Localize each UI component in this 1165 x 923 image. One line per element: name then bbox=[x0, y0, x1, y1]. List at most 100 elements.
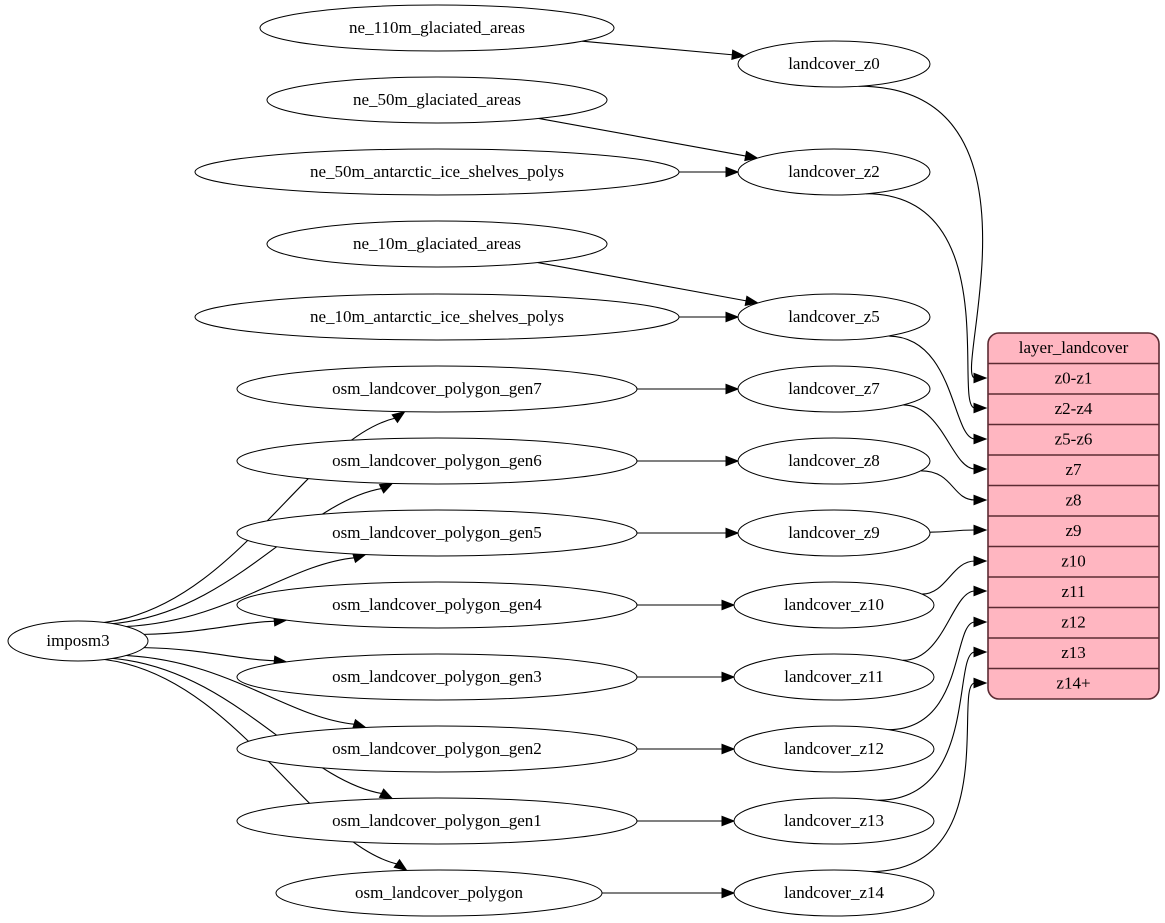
nodes-layer: imposm3 ne_110m_glaciated_areas ne_50m_gla… bbox=[7, 4, 935, 917]
arrow-head bbox=[973, 463, 988, 475]
node-label: landcover_z2 bbox=[788, 162, 880, 181]
node-landcover_z2[interactable]: landcover_z2 bbox=[737, 148, 931, 196]
table-row-z10[interactable]: z10 bbox=[1061, 552, 1086, 571]
edge-line bbox=[888, 621, 976, 731]
edge-line bbox=[582, 40, 734, 56]
edge-landcover_z14-to-row_z14+ bbox=[870, 677, 988, 873]
arrow-head bbox=[731, 49, 746, 61]
node-osm_landcover_polygon_gen5[interactable]: osm_landcover_polygon_gen5 bbox=[236, 509, 638, 557]
edge-landcover_z5-to-row_z5-z6 bbox=[888, 335, 988, 445]
node-landcover_z11[interactable]: landcover_z11 bbox=[733, 653, 935, 701]
edge-line bbox=[903, 404, 976, 470]
arrow-head bbox=[973, 524, 988, 536]
source-node-ellipse bbox=[7, 620, 149, 662]
node-ne_50m_antarctic_ice_shelves_polys[interactable]: ne_50m_antarctic_ice_shelves_polys bbox=[194, 148, 680, 196]
node-ne_110m_glaciated_areas[interactable]: ne_110m_glaciated_areas bbox=[259, 4, 615, 52]
node-osm_landcover_polygon_gen1[interactable]: osm_landcover_polygon_gen1 bbox=[236, 797, 638, 845]
node-landcover_z0[interactable]: landcover_z0 bbox=[737, 40, 931, 88]
arrow-head bbox=[973, 677, 988, 689]
node-ne_10m_antarctic_ice_shelves_polys[interactable]: ne_10m_antarctic_ice_shelves_polys bbox=[194, 293, 680, 341]
node-landcover_z9[interactable]: landcover_z9 bbox=[737, 509, 931, 557]
arrow-head bbox=[391, 410, 406, 424]
table-row-z12[interactable]: z12 bbox=[1061, 613, 1086, 632]
edge-osm_landcover_polygon_gen2-to-landcover_z12 bbox=[637, 743, 736, 755]
edge-line bbox=[537, 261, 748, 302]
node-osm_landcover_polygon_gen4[interactable]: osm_landcover_polygon_gen4 bbox=[236, 581, 638, 629]
node-landcover_z10[interactable]: landcover_z10 bbox=[733, 581, 935, 629]
arrow-head bbox=[378, 788, 394, 800]
table-row-z8[interactable]: z8 bbox=[1065, 491, 1081, 510]
edge-ne_50m_antarctic_ice_shelves_polys-to-landcover_z2 bbox=[679, 166, 740, 178]
arrow-head bbox=[725, 166, 740, 178]
arrow-head bbox=[721, 599, 736, 611]
arrow-head bbox=[378, 482, 394, 494]
table-row-z9[interactable]: z9 bbox=[1065, 521, 1081, 540]
node-label: osm_landcover_polygon_gen6 bbox=[332, 451, 542, 470]
edge-landcover_z7-to-row_z7 bbox=[903, 404, 988, 475]
table-row-z7[interactable]: z7 bbox=[1065, 460, 1082, 479]
node-ne_10m_glaciated_areas[interactable]: ne_10m_glaciated_areas bbox=[266, 220, 608, 268]
edge-line bbox=[865, 193, 976, 409]
node-label: osm_landcover_polygon_gen3 bbox=[332, 667, 542, 686]
node-label: osm_landcover_polygon_gen5 bbox=[332, 523, 542, 542]
osm-source-node-ellipse bbox=[236, 653, 638, 701]
table-row-z13[interactable]: z13 bbox=[1061, 643, 1086, 662]
edge-osm_landcover_polygon_gen3-to-landcover_z11 bbox=[637, 671, 736, 683]
landcover-node-ellipse bbox=[733, 653, 935, 701]
table-header-label: layer_landcover bbox=[1019, 338, 1129, 357]
arrow-head bbox=[725, 311, 740, 323]
landcover-node-ellipse bbox=[737, 293, 931, 341]
node-label: landcover_z8 bbox=[788, 451, 880, 470]
table-row-z14+[interactable]: z14+ bbox=[1056, 674, 1090, 693]
edge-line bbox=[126, 557, 356, 628]
arrow-head bbox=[725, 527, 740, 539]
node-ne_50m_glaciated_areas[interactable]: ne_50m_glaciated_areas bbox=[266, 76, 608, 124]
node-label: landcover_z11 bbox=[784, 667, 883, 686]
edge-ne_50m_glaciated_areas-to-landcover_z2 bbox=[538, 117, 759, 162]
node-label: osm_landcover_polygon_gen7 bbox=[332, 379, 542, 398]
node-osm_landcover_polygon_gen7[interactable]: osm_landcover_polygon_gen7 bbox=[236, 365, 638, 413]
arrow-head bbox=[973, 433, 988, 445]
edge-osm_landcover_polygon_gen1-to-landcover_z13 bbox=[637, 815, 736, 827]
node-landcover_z14[interactable]: landcover_z14 bbox=[733, 869, 935, 917]
node-label: ne_110m_glaciated_areas bbox=[349, 18, 525, 37]
edge-landcover_z9-to-row_z9 bbox=[929, 524, 988, 536]
node-osm_landcover_polygon[interactable]: osm_landcover_polygon bbox=[275, 869, 603, 917]
table-row-z2-z4[interactable]: z2-z4 bbox=[1055, 399, 1093, 418]
landcover-node-ellipse bbox=[737, 40, 931, 88]
edge-osm_landcover_polygon-to-landcover_z14 bbox=[602, 887, 736, 899]
arrow-head bbox=[721, 815, 736, 827]
node-label: ne_50m_glaciated_areas bbox=[353, 90, 521, 109]
node-label: ne_10m_glaciated_areas bbox=[353, 234, 521, 253]
edge-line bbox=[929, 529, 976, 533]
node-label: osm_landcover_polygon_gen2 bbox=[332, 739, 542, 758]
node-landcover_z7[interactable]: landcover_z7 bbox=[737, 365, 931, 413]
table-row-z11[interactable]: z11 bbox=[1062, 582, 1086, 601]
edge-ne_110m_glaciated_areas-to-landcover_z0 bbox=[582, 40, 746, 61]
node-landcover_z13[interactable]: landcover_z13 bbox=[733, 797, 935, 845]
table-outline bbox=[987, 332, 1160, 700]
table-row-z5-z6[interactable]: z5-z6 bbox=[1055, 430, 1093, 449]
landcover-node-ellipse bbox=[733, 869, 935, 917]
arrow-head bbox=[721, 743, 736, 755]
node-landcover_z12[interactable]: landcover_z12 bbox=[733, 725, 935, 773]
osm-source-node-ellipse bbox=[236, 725, 638, 773]
node-landcover_z8[interactable]: landcover_z8 bbox=[737, 437, 931, 485]
node-label: ne_50m_antarctic_ice_shelves_polys bbox=[310, 162, 564, 181]
node-osm_landcover_polygon_gen6[interactable]: osm_landcover_polygon_gen6 bbox=[236, 437, 638, 485]
node-osm_landcover_polygon_gen3[interactable]: osm_landcover_polygon_gen3 bbox=[236, 653, 638, 701]
table-row-z0-z1[interactable]: z0-z1 bbox=[1055, 369, 1093, 388]
node-label: landcover_z5 bbox=[788, 307, 880, 326]
arrow-head bbox=[973, 372, 988, 384]
ne-source-node-ellipse bbox=[259, 4, 615, 52]
node-landcover_z5[interactable]: landcover_z5 bbox=[737, 293, 931, 341]
osm-source-node-ellipse bbox=[236, 581, 638, 629]
landcover-node-ellipse bbox=[737, 148, 931, 196]
landcover-node-ellipse bbox=[737, 365, 931, 413]
node-label: osm_landcover_polygon_gen1 bbox=[332, 811, 542, 830]
node-imposm3[interactable]: imposm3 bbox=[7, 620, 149, 662]
node-osm_landcover_polygon_gen2[interactable]: osm_landcover_polygon_gen2 bbox=[236, 725, 638, 773]
node-label: landcover_z7 bbox=[788, 379, 880, 398]
arrow-head bbox=[973, 555, 988, 567]
